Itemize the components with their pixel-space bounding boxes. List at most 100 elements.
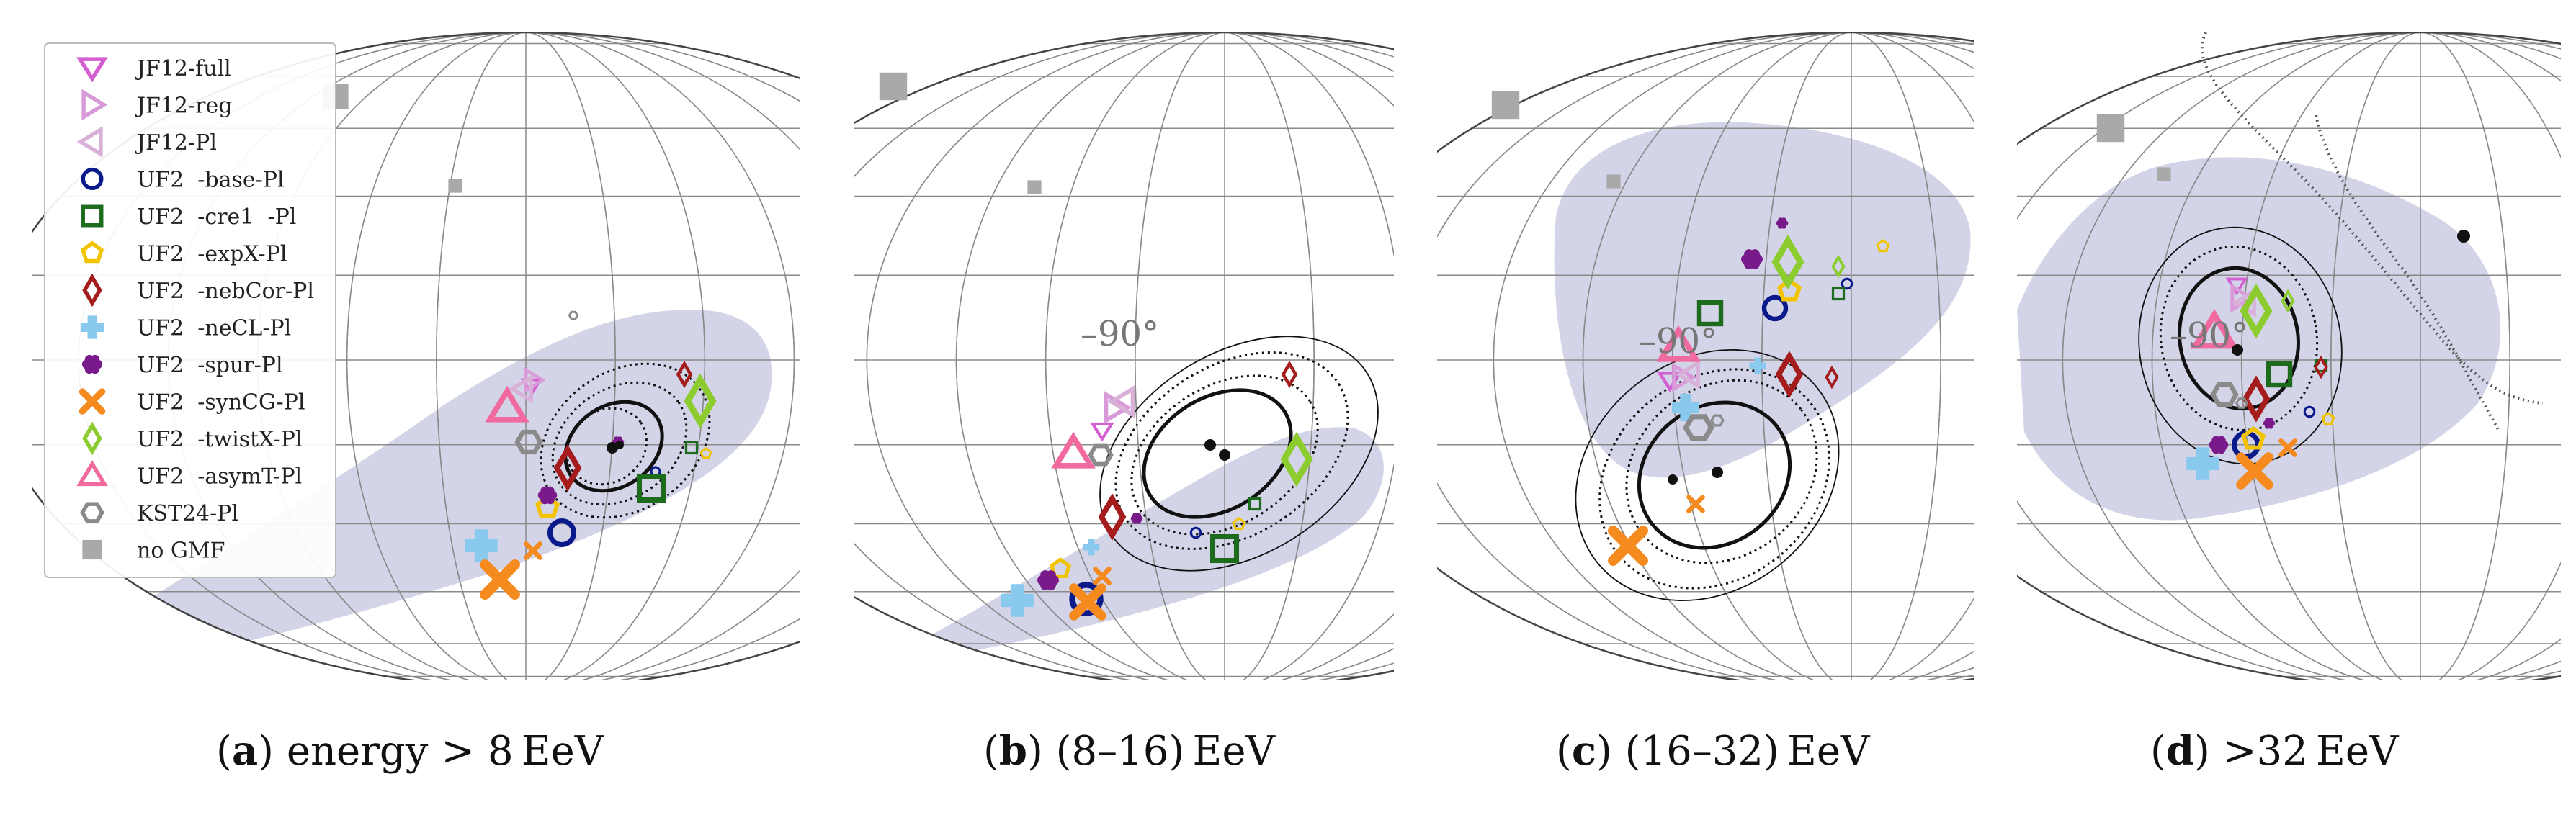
marker-diamond-open [684, 373, 717, 429]
marker-pentagon-open [1776, 278, 1802, 302]
marker-square-open [1696, 300, 1724, 327]
marker-diamond-open [1281, 360, 1298, 389]
marker-diamond-open [2240, 283, 2273, 339]
marker-diamond-open [676, 360, 693, 389]
marker-flower-filled [1130, 513, 1143, 524]
marker-hexagon-open [568, 310, 579, 320]
marker-diamond-open [1825, 365, 1839, 390]
marker-x-filled [1069, 583, 1106, 621]
marker-square-filled [2157, 167, 2171, 181]
legend-label: UF2 -spur-Pl [137, 353, 283, 378]
legend-marker-plus-filled [80, 315, 104, 339]
marker-triangle-left-open [508, 374, 533, 404]
legend-item: UF2 -synCG-Pl [79, 388, 305, 415]
marker-diamond-open [2314, 355, 2328, 379]
marker-diamond-open [1098, 493, 1127, 541]
legend-box [44, 42, 336, 578]
legend-marker-triangle-left-open [76, 126, 103, 158]
marker-diamond-open [1831, 254, 1846, 279]
marker-triangle-up-open [485, 385, 529, 423]
marker-square-filled [1491, 91, 1520, 120]
marker-hexagon-open [1683, 414, 1714, 441]
legend-marker-flower-filled [81, 354, 103, 374]
marker-pentagon-open [699, 446, 712, 459]
exposure-region [1554, 122, 1971, 478]
longitude-label: –90° [1081, 314, 1159, 354]
marker-circle-open [1761, 294, 1789, 322]
marker-square-filled [448, 179, 462, 193]
caption-panel-a: (a) energy > 8 EeV [216, 727, 604, 775]
dotted-track [2315, 114, 2501, 433]
legend-item: UF2 -nebCor-Pl [82, 273, 314, 307]
sky-map-c [1437, 32, 1974, 680]
marker-hexagon-open [2210, 382, 2239, 408]
panel-b-map: –90° [854, 32, 1394, 680]
marker-triangle-down-open [1090, 422, 1114, 442]
marker-hexagon-open [514, 429, 543, 455]
legend-label: UF2 -nebCor-Pl [137, 279, 314, 304]
confidence-contour [565, 407, 648, 486]
legend-label: UF2 -neCL-Pl [137, 316, 291, 341]
confidence-contour [1625, 379, 1818, 564]
marker-plus-filled [1001, 584, 1034, 617]
legend-marker-square-filled [82, 539, 102, 560]
marker-triangle-up-open [1051, 431, 1096, 469]
marker-pentagon-open [1232, 517, 1246, 531]
sky-map-b [854, 32, 1394, 680]
marker-diamond-open [1775, 351, 1804, 398]
legend-marker-pentagon-open [80, 240, 104, 264]
marker-square-open [1831, 287, 1846, 301]
legend-label: JF12-full [135, 56, 231, 81]
marker-square-filled [1027, 180, 1042, 194]
legend-item: JF12-Pl [76, 126, 217, 158]
marker-flower-filled [2209, 436, 2229, 454]
marker-triangle-up-open [2190, 309, 2239, 349]
panel-c-map: –90° [1437, 32, 1974, 680]
marker-pentagon-open [2240, 426, 2266, 450]
marker-x-filled [1608, 526, 1648, 566]
marker-square-filled [1606, 174, 1621, 189]
dotted-track [2201, 32, 2544, 405]
marker-triangle-right-open [1104, 390, 1132, 425]
marker-square-open [2266, 361, 2293, 388]
legend-label: UF2 -cre1 -Pl [137, 204, 296, 230]
exposure-region [32, 310, 772, 680]
legend-item: UF2 -asymT-Pl [76, 460, 302, 490]
legend-item: KST24-Pl [80, 501, 238, 526]
sky-map-d [2017, 32, 2561, 680]
marker-square-open [1248, 497, 1262, 511]
legend-marker-triangle-right-open [81, 89, 108, 121]
marker-x-filled [2278, 438, 2297, 457]
legend-item: UF2 -expX-Pl [80, 240, 287, 267]
legend-marker-circle-open [81, 168, 104, 190]
confidence-contour [1637, 400, 1792, 550]
marker-x-filled [480, 559, 520, 600]
panel-c: –90° [1437, 32, 1974, 680]
marker-square-open [684, 441, 699, 455]
marker-square-filled [879, 72, 908, 101]
legend-item: JF12-reg [81, 89, 232, 121]
legend-label: JF12-Pl [135, 130, 217, 156]
legend-label: UF2 -expX-Pl [137, 242, 287, 267]
confidence-contour [551, 381, 688, 506]
marker-plus-filled [1749, 357, 1766, 374]
marker-diamond-open [2242, 375, 2271, 423]
marker-circle-open [1189, 526, 1202, 539]
marker-circle-open [547, 518, 577, 548]
marker-diamond-open [1280, 431, 1313, 487]
marker-square-filled [2096, 114, 2125, 143]
marker-plus-filled [1083, 539, 1100, 556]
marker-hexagon-open [1088, 443, 1114, 467]
marker-circle-open [1069, 582, 1104, 616]
marker-plus-filled [1672, 394, 1699, 421]
measured-direction-dot [1204, 439, 1216, 451]
marker-triangle-up-open [1656, 325, 1701, 362]
marker-pentagon-open [1049, 557, 1072, 578]
confidence-contour [1598, 368, 1830, 590]
marker-plus-filled [465, 529, 498, 562]
legend-marker-diamond-open [82, 421, 102, 456]
legend-marker-diamond-open [82, 273, 102, 307]
exposure-region [2017, 157, 2501, 521]
